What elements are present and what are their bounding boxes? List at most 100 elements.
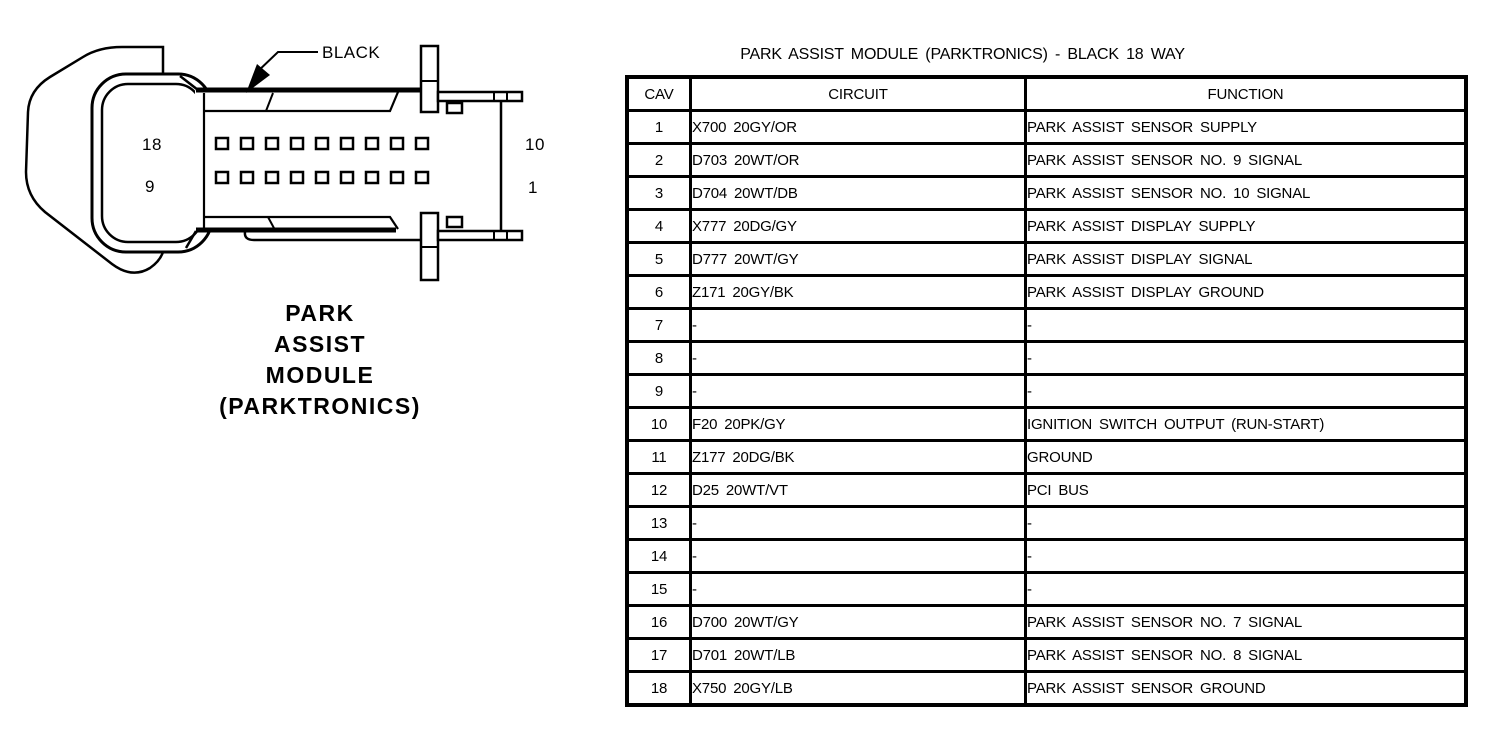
function-cell: IGNITION SWITCH OUTPUT (RUN-START): [1024, 406, 1468, 442]
pinout-table-body: 1 X700 20GY/OR PARK ASSIST SENSOR SUPPLY…: [625, 109, 1468, 707]
caption-line-3: MODULE: [265, 362, 375, 388]
column-header-circuit: CIRCUIT: [689, 75, 1027, 112]
function-cell: -: [1024, 571, 1468, 607]
table-row: 4 X777 20DG/GY PARK ASSIST DISPLAY SUPPL…: [625, 208, 1468, 244]
cav-cell: 11: [625, 439, 692, 475]
table-row: 14 - -: [625, 538, 1468, 574]
face-latch-bottom: [445, 215, 464, 229]
top-step-line: [179, 75, 199, 91]
circuit-cell: D701 20WT/LB: [689, 637, 1027, 673]
function-cell: GROUND: [1024, 439, 1468, 475]
callout-arrowhead-icon: [246, 64, 270, 93]
cav-cell: 18: [625, 670, 692, 707]
pin-label-9: 9: [145, 177, 155, 196]
table-row: 10 F20 20PK/GY IGNITION SWITCH OUTPUT (R…: [625, 406, 1468, 442]
cav-cell: 14: [625, 538, 692, 574]
table-row: 12 D25 20WT/VT PCI BUS: [625, 472, 1468, 508]
function-cell: PARK ASSIST SENSOR GROUND: [1024, 670, 1468, 707]
cav-cell: 1: [625, 109, 692, 145]
connector-diagram: BLACK 18 9 10 1: [24, 43, 545, 282]
connector-body: [195, 91, 440, 230]
table-row: 18 X750 20GY/LB PARK ASSIST SENSOR GROUN…: [625, 670, 1468, 707]
top-rail-dividers: [493, 92, 508, 101]
connector-pin: [239, 136, 255, 151]
circuit-cell: -: [689, 538, 1027, 574]
bottom-rail-dividers: [493, 231, 508, 240]
function-cell: PARK ASSIST SENSOR NO. 10 SIGNAL: [1024, 175, 1468, 211]
table-row: 5 D777 20WT/GY PARK ASSIST DISPLAY SIGNA…: [625, 241, 1468, 277]
cav-cell: 6: [625, 274, 692, 310]
cav-cell: 16: [625, 604, 692, 640]
pin-label-10: 10: [525, 135, 545, 154]
cav-cell: 15: [625, 571, 692, 607]
cav-cell: 17: [625, 637, 692, 673]
function-cell: PCI BUS: [1024, 472, 1468, 508]
connector-pin: [339, 136, 355, 151]
connector-pin: [339, 170, 355, 185]
caption-line-2: ASSIST: [273, 331, 367, 357]
table-row: 9 - -: [625, 373, 1468, 409]
table-row: 8 - -: [625, 340, 1468, 376]
face-latch-top: [445, 101, 464, 115]
connector-pin: [264, 136, 280, 151]
connector-pin: [314, 170, 330, 185]
function-cell: -: [1024, 340, 1468, 376]
connector-caption: PARK ASSIST MODULE (PARKTRONICS): [155, 298, 485, 422]
pinout-table-title: PARK ASSIST MODULE (PARKTRONICS) - BLACK…: [740, 46, 1185, 63]
connector-pin: [289, 170, 305, 185]
function-cell: -: [1024, 505, 1468, 541]
table-row: 11 Z177 20DG/BK GROUND: [625, 439, 1468, 475]
connector-pin: [364, 136, 380, 151]
circuit-cell: D703 20WT/OR: [689, 142, 1027, 178]
top-mount-tab: [419, 44, 440, 114]
circuit-cell: Z177 20DG/BK: [689, 439, 1027, 475]
connector-pin: [389, 136, 405, 151]
column-header-cav: CAV: [625, 75, 692, 112]
cav-cell: 8: [625, 340, 692, 376]
connector-color-label: BLACK: [322, 43, 380, 62]
cav-cell: 9: [625, 373, 692, 409]
function-cell: -: [1024, 373, 1468, 409]
cav-cell: 3: [625, 175, 692, 211]
function-cell: -: [1024, 307, 1468, 343]
connector-pin: [239, 170, 255, 185]
pinout-table: CAV CIRCUIT FUNCTION 1 X700 20GY/OR PARK…: [625, 75, 1468, 707]
connector-pin: [214, 170, 230, 185]
bottom-rail: [436, 229, 524, 242]
circuit-cell: D777 20WT/GY: [689, 241, 1027, 277]
function-cell: PARK ASSIST SENSOR NO. 9 SIGNAL: [1024, 142, 1468, 178]
connector-pin: [414, 170, 430, 185]
table-row: 1 X700 20GY/OR PARK ASSIST SENSOR SUPPLY: [625, 109, 1468, 145]
function-cell: PARK ASSIST DISPLAY SUPPLY: [1024, 208, 1468, 244]
cav-cell: 13: [625, 505, 692, 541]
connector-pin: [389, 170, 405, 185]
cav-cell: 7: [625, 307, 692, 343]
bottom-step-line: [184, 230, 198, 249]
function-cell: -: [1024, 538, 1468, 574]
top-rail: [436, 90, 524, 103]
circuit-cell: X750 20GY/LB: [689, 670, 1027, 707]
connector-pin: [264, 170, 280, 185]
circuit-cell: D704 20WT/DB: [689, 175, 1027, 211]
connector-bottom-lip: [243, 231, 438, 242]
pin-label-18: 18: [142, 135, 162, 154]
cav-cell: 4: [625, 208, 692, 244]
connector-pin: [314, 136, 330, 151]
circuit-cell: -: [689, 505, 1027, 541]
bottom-band-tick: [267, 216, 276, 231]
connector-pin: [364, 170, 380, 185]
circuit-cell: X777 20DG/GY: [689, 208, 1027, 244]
cav-cell: 10: [625, 406, 692, 442]
circuit-cell: -: [689, 571, 1027, 607]
function-cell: PARK ASSIST SENSOR NO. 8 SIGNAL: [1024, 637, 1468, 673]
circuit-cell: -: [689, 340, 1027, 376]
table-row: 17 D701 20WT/LB PARK ASSIST SENSOR NO. 8…: [625, 637, 1468, 673]
cav-cell: 12: [625, 472, 692, 508]
pin-grid: [214, 136, 430, 185]
table-row: 15 - -: [625, 571, 1468, 607]
table-row: 6 Z171 20GY/BK PARK ASSIST DISPLAY GROUN…: [625, 274, 1468, 310]
table-row: 2 D703 20WT/OR PARK ASSIST SENSOR NO. 9 …: [625, 142, 1468, 178]
circuit-cell: X700 20GY/OR: [689, 109, 1027, 145]
table-row: 3 D704 20WT/DB PARK ASSIST SENSOR NO. 10…: [625, 175, 1468, 211]
function-cell: PARK ASSIST DISPLAY SIGNAL: [1024, 241, 1468, 277]
